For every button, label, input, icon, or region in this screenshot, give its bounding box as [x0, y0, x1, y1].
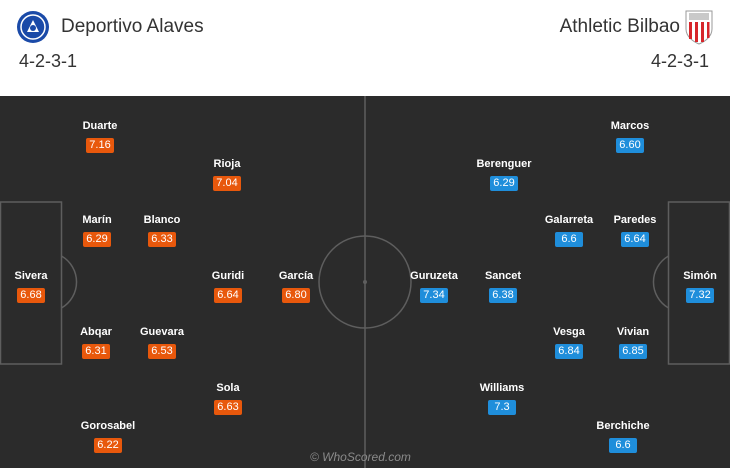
away-player-guruzeta[interactable]: Guruzeta 7.34	[394, 270, 474, 303]
away-player-simon[interactable]: Simón 7.32	[660, 270, 730, 303]
player-name: Vivian	[616, 326, 650, 338]
away-player-sancet[interactable]: Sancet 6.38	[463, 270, 543, 303]
player-rating: 7.04	[213, 176, 241, 191]
player-name: Abqar	[80, 326, 112, 338]
home-player-sola[interactable]: Sola 6.63	[188, 382, 268, 415]
away-player-marcos[interactable]: Marcos 6.60	[590, 120, 670, 153]
player-name: Sola	[216, 382, 240, 394]
player-name: Berchiche	[596, 420, 650, 432]
player-name: Simón	[683, 270, 717, 282]
player-rating: 7.32	[686, 288, 714, 303]
player-rating: 6.31	[82, 344, 110, 359]
home-player-guevara[interactable]: Guevara 6.53	[122, 326, 202, 359]
athletic-bilbao-badge-icon	[685, 10, 713, 45]
player-name: Williams	[479, 382, 525, 394]
player-rating: 6.60	[616, 138, 644, 153]
away-formation: 4-2-3-1	[650, 51, 709, 71]
player-rating: 6.38	[489, 288, 517, 303]
player-name: Guevara	[139, 326, 185, 338]
player-name: Guridi	[211, 270, 245, 282]
match-header: Deportivo Alaves 4-2-3-1 Athletic Bilbao…	[0, 0, 730, 96]
home-player-blanco[interactable]: Blanco 6.33	[122, 214, 202, 247]
player-rating: 6.53	[148, 344, 176, 359]
player-rating: 6.29	[83, 232, 111, 247]
away-player-paredes[interactable]: Paredes 6.64	[595, 214, 675, 247]
player-name: Paredes	[613, 214, 657, 226]
player-rating: 7.16	[86, 138, 114, 153]
player-rating: 7.34	[420, 288, 448, 303]
player-rating: 7.3	[488, 400, 516, 415]
away-player-williams[interactable]: Williams 7.3	[462, 382, 542, 415]
player-name: Guruzeta	[410, 270, 458, 282]
player-rating: 6.68	[17, 288, 45, 303]
home-player-duarte[interactable]: Duarte 7.16	[60, 120, 140, 153]
home-formation: 4-2-3-1	[19, 51, 78, 71]
home-player-sivera[interactable]: Sivera 6.68	[0, 270, 71, 303]
pitch: Duarte 7.16 Rioja 7.04 Marín 6.29 Blanco…	[0, 96, 730, 468]
player-rating: 6.33	[148, 232, 176, 247]
player-rating: 6.85	[619, 344, 647, 359]
away-player-galarreta[interactable]: Galarreta 6.6	[529, 214, 609, 247]
player-name: Blanco	[143, 214, 181, 226]
player-name: Sivera	[14, 270, 48, 282]
deportivo-alaves-badge-icon	[17, 11, 49, 43]
home-player-rioja[interactable]: Rioja 7.04	[187, 158, 267, 191]
home-player-abqar[interactable]: Abqar 6.31	[56, 326, 136, 359]
player-rating: 6.64	[621, 232, 649, 247]
player-name: Marcos	[610, 120, 650, 132]
player-name: Gorosabel	[80, 420, 136, 432]
player-name: Sancet	[484, 270, 522, 282]
player-name: Galarreta	[544, 214, 594, 226]
away-player-vivian[interactable]: Vivian 6.85	[593, 326, 673, 359]
player-name: García	[278, 270, 314, 282]
player-rating: 6.29	[490, 176, 518, 191]
player-rating: 6.63	[214, 400, 242, 415]
away-player-vesga[interactable]: Vesga 6.84	[529, 326, 609, 359]
away-team-name[interactable]: Athletic Bilbao	[559, 16, 680, 37]
home-player-garcia[interactable]: García 6.80	[256, 270, 336, 303]
home-team-name[interactable]: Deportivo Alaves	[61, 16, 204, 37]
away-player-berenguer[interactable]: Berenguer 6.29	[464, 158, 544, 191]
player-rating: 6.64	[214, 288, 242, 303]
player-rating: 6.6	[555, 232, 583, 247]
pitch-markings	[0, 96, 730, 468]
home-player-gorosabel[interactable]: Gorosabel 6.22	[68, 420, 148, 453]
player-name: Rioja	[213, 158, 241, 170]
player-rating: 6.6	[609, 438, 637, 453]
player-rating: 6.84	[555, 344, 583, 359]
away-player-berchiche[interactable]: Berchiche 6.6	[583, 420, 663, 453]
player-rating: 6.22	[94, 438, 122, 453]
player-rating: 6.80	[282, 288, 310, 303]
player-name: Duarte	[82, 120, 118, 132]
home-player-marin[interactable]: Marín 6.29	[57, 214, 137, 247]
whoscored-watermark: © WhoScored.com	[310, 450, 411, 464]
player-name: Berenguer	[476, 158, 532, 170]
player-name: Marín	[82, 214, 112, 226]
home-player-guridi[interactable]: Guridi 6.64	[188, 270, 268, 303]
player-name: Vesga	[553, 326, 585, 338]
